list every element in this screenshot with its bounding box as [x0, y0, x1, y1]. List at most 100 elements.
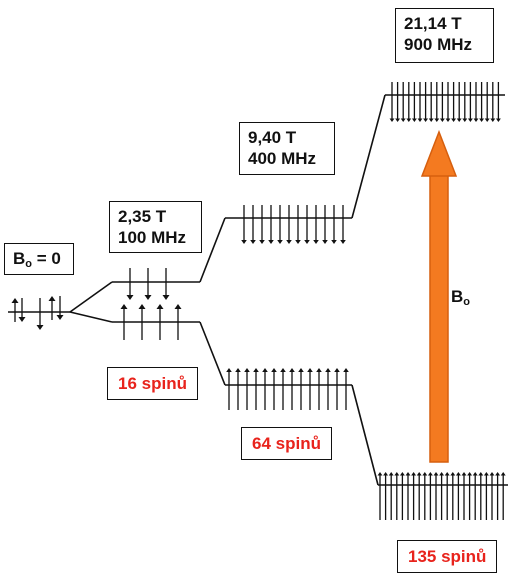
arrow-head: [467, 118, 473, 122]
arrow-head: [400, 118, 406, 122]
level-3-down-arrow: [411, 82, 417, 122]
level-2-info-box: 9,40 T 400 MHz: [239, 122, 335, 175]
arrow-head: [271, 368, 277, 372]
level-2-down-arrow: [268, 205, 274, 244]
arrow-head: [162, 295, 170, 300]
arrow-head: [56, 315, 64, 320]
arrow-head: [434, 118, 440, 122]
arrow-head: [445, 118, 451, 122]
arrow-head: [484, 118, 490, 122]
level-2-up-arrow: [334, 368, 340, 410]
arrow-head: [36, 325, 44, 330]
level-2-down-arrow: [286, 205, 292, 244]
level-2-up-arrow: [262, 368, 268, 410]
level-3-up-arrow: [461, 472, 467, 520]
arrow-head: [322, 240, 328, 244]
arrow-head: [48, 296, 56, 301]
arrow-head: [340, 240, 346, 244]
arrow-head: [174, 304, 182, 309]
level-3-up-arrow: [422, 472, 428, 520]
level-2-down-arrow: [304, 205, 310, 244]
level-3-up-arrow: [489, 472, 495, 520]
arrow-head: [439, 118, 445, 122]
arrow-head: [478, 472, 484, 476]
level-3-down-arrow: [451, 82, 457, 122]
level-2-spin-count: 64 spinů: [241, 427, 332, 460]
arrow-head: [433, 472, 439, 476]
arrow-head: [307, 368, 313, 372]
arrow-head: [472, 472, 478, 476]
arrow-head: [289, 368, 295, 372]
level-3-up-arrow: [427, 472, 433, 520]
level-2-up-arrow: [316, 368, 322, 410]
level-3-up-arrow: [472, 472, 478, 520]
arrow-head: [11, 298, 19, 303]
level-3-up-arrow: [411, 472, 417, 520]
split-up-connector: [69, 281, 113, 313]
arrow-head: [313, 240, 319, 244]
arrow-head: [235, 368, 241, 372]
level-3-down-arrow: [428, 82, 434, 122]
arrow-head: [405, 472, 411, 476]
level-3-field: 21,14 T: [404, 14, 462, 33]
arrow-head: [18, 317, 26, 322]
level-2-up-arrow: [343, 368, 349, 410]
arrow-head: [325, 368, 331, 372]
level-3-down-arrow: [423, 82, 429, 122]
field-arrow-head: [420, 129, 458, 177]
arrow-head: [144, 295, 152, 300]
level-3-down-arrow: [389, 82, 395, 122]
level-2-3-upper-connector: [351, 94, 386, 219]
arrow-head: [156, 304, 164, 309]
spin-arrow-down: [18, 298, 26, 322]
arrow-head: [422, 472, 428, 476]
arrow-head: [489, 472, 495, 476]
level-2-up-arrow: [253, 368, 259, 410]
arrow-head: [451, 118, 457, 122]
level-3-up-arrow: [467, 472, 473, 520]
level-3-down-arrow: [406, 82, 412, 122]
level-1-up-arrow: [138, 304, 146, 340]
level-3-down-arrow: [479, 82, 485, 122]
level-3-spin-count: 135 spinů: [397, 540, 498, 573]
level-1-down-arrow: [126, 268, 134, 300]
arrow-head: [462, 118, 468, 122]
spin-arrow-up: [11, 298, 19, 322]
arrow-head: [495, 118, 501, 122]
arrow-head: [388, 472, 394, 476]
level-2-down-arrow: [259, 205, 265, 244]
level-3-down-arrow: [490, 82, 496, 122]
level-3-up-arrow: [450, 472, 456, 520]
level-1-spin-count: 16 spinů: [107, 367, 198, 400]
arrow-head: [295, 240, 301, 244]
arrow-head: [456, 118, 462, 122]
level-1-2-upper-connector: [199, 217, 226, 283]
arrow-head: [444, 472, 450, 476]
level-1-down-arrow: [144, 268, 152, 300]
arrow-head: [394, 472, 400, 476]
arrow-head: [244, 368, 250, 372]
arrow-head: [461, 472, 467, 476]
level-3-down-arrow: [495, 82, 501, 122]
arrow-head: [411, 472, 417, 476]
spin-arrow-up: [48, 296, 56, 320]
arrow-head: [427, 472, 433, 476]
arrow-head: [395, 118, 401, 122]
level-3-up-arrow: [433, 472, 439, 520]
arrow-head: [286, 240, 292, 244]
arrow-head: [399, 472, 405, 476]
spin-arrow-down: [56, 296, 64, 320]
level-3-up-arrow: [478, 472, 484, 520]
level-1-up-arrow: [120, 304, 128, 340]
arrow-head: [262, 368, 268, 372]
arrow-head: [226, 368, 232, 372]
field-zero-label: Bo = 0: [13, 249, 61, 270]
level-2-up-arrow: [271, 368, 277, 410]
level-1-up-arrow: [174, 304, 182, 340]
arrow-head: [495, 472, 501, 476]
level-1-info-box: 2,35 T 100 MHz: [109, 201, 202, 253]
arrow-head: [455, 472, 461, 476]
arrow-head: [250, 240, 256, 244]
level-3-down-arrow: [462, 82, 468, 122]
arrow-head: [277, 240, 283, 244]
